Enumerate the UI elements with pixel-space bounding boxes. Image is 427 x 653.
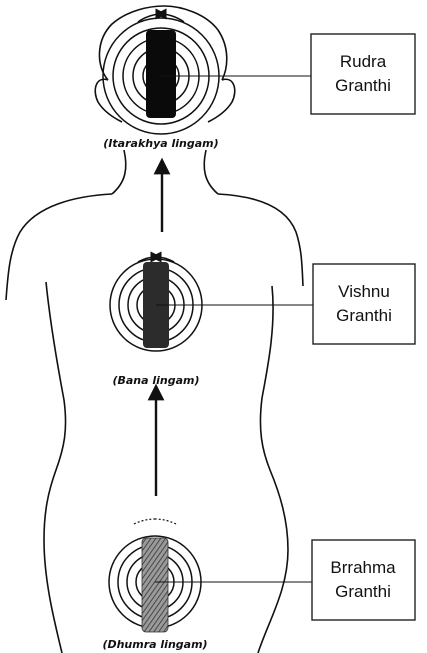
granthi-box-brahma	[312, 540, 415, 620]
rotation-arrows	[134, 519, 176, 524]
granthi-label-vishnu-line2: Granthi	[336, 306, 392, 325]
lingam-pillar-brahma	[142, 538, 168, 632]
torso-right	[258, 286, 288, 653]
lingam-label-dhumra: (Dhumra lingam)	[102, 638, 207, 651]
torso-left	[44, 282, 66, 653]
chakra-brahma: (Dhumra lingam) Brrahma Granthi	[102, 519, 415, 651]
neck-left	[112, 150, 126, 194]
granthi-box-vishnu	[313, 264, 415, 344]
granthi-label-brahma-line2: Granthi	[335, 582, 391, 601]
granthi-box-rudra	[311, 34, 415, 114]
right-ear	[208, 79, 235, 122]
left-shoulder-arm	[6, 194, 112, 300]
chakra-vishnu: (Bana lingam) Vishnu Granthi	[110, 257, 415, 387]
granthi-label-rudra-line1: Rudra	[340, 52, 387, 71]
granthi-label-vishnu-line1: Vishnu	[338, 282, 390, 301]
right-shoulder-arm	[218, 194, 303, 286]
granthi-label-brahma-line1: Brrahma	[330, 558, 396, 577]
neck-right	[204, 150, 218, 194]
granthi-label-rudra-line2: Granthi	[335, 76, 391, 95]
chakra-rudra: (Itarakhya lingam) Rudra Granthi	[103, 14, 415, 150]
lingam-label-bana: (Bana lingam)	[112, 374, 199, 387]
lingam-pillar-rudra	[146, 30, 176, 118]
lingam-label-itarakhya: (Itarakhya lingam)	[103, 137, 218, 150]
